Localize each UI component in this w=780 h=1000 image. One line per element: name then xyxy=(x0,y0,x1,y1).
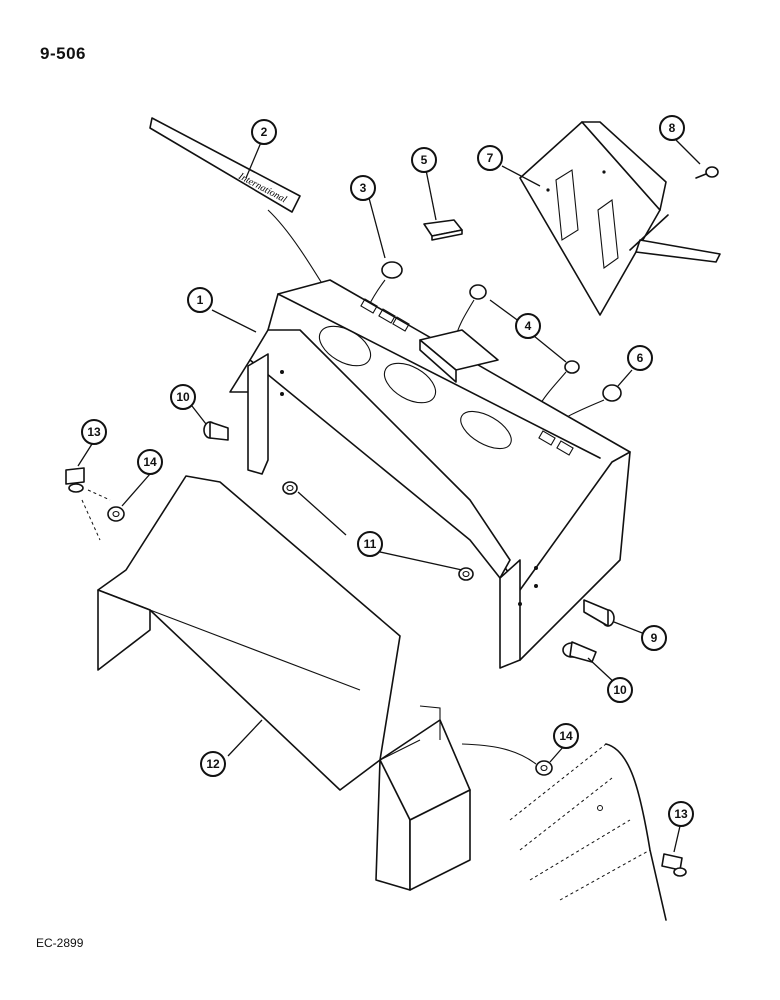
page-code: 9-506 xyxy=(40,44,86,63)
drawing-code: EC-2899 xyxy=(36,936,84,950)
svg-text:8: 8 xyxy=(669,121,676,135)
cover-plate xyxy=(519,121,721,316)
svg-text:9: 9 xyxy=(651,631,658,645)
plug-4-bottom xyxy=(537,360,580,409)
instrument-panel xyxy=(229,279,631,669)
svg-text:10: 10 xyxy=(613,683,627,697)
svg-text:7: 7 xyxy=(487,151,494,165)
callout-10-right: 10 xyxy=(607,677,633,703)
svg-text:2: 2 xyxy=(261,125,268,139)
screw-10-right xyxy=(562,641,597,663)
cab-panel xyxy=(509,743,667,921)
callout-12: 12 xyxy=(200,751,226,777)
callout-4: 4 xyxy=(515,313,541,339)
screw-8 xyxy=(695,166,719,179)
fastener-13-left xyxy=(65,467,111,501)
callout-14-right: 14 xyxy=(553,723,579,749)
screw-10-left xyxy=(203,421,229,441)
lower-cover xyxy=(97,475,471,891)
callout-6: 6 xyxy=(627,345,653,371)
nut-11-right xyxy=(458,567,474,581)
callout-13-left: 13 xyxy=(81,419,107,445)
callout-2: 2 xyxy=(251,119,277,145)
fastener-13-right xyxy=(661,853,687,877)
callout-1: 1 xyxy=(187,287,213,313)
svg-text:10: 10 xyxy=(176,390,190,404)
callout-7: 7 xyxy=(477,145,503,171)
callout-11: 11 xyxy=(357,531,383,557)
svg-text:4: 4 xyxy=(525,319,532,333)
callout-5: 5 xyxy=(411,147,437,173)
callout-8: 8 xyxy=(659,115,685,141)
small-cap xyxy=(423,219,463,241)
callout-9: 9 xyxy=(641,625,667,651)
callout-14-left: 14 xyxy=(137,449,163,475)
screw-9 xyxy=(583,599,615,627)
nut-11-left xyxy=(282,481,298,495)
washer-14-left xyxy=(81,499,125,541)
callout-3: 3 xyxy=(350,175,376,201)
svg-text:14: 14 xyxy=(143,455,157,469)
leader-lines xyxy=(77,139,701,853)
svg-text:13: 13 xyxy=(674,807,688,821)
svg-text:13: 13 xyxy=(87,425,101,439)
svg-text:12: 12 xyxy=(206,757,220,771)
svg-text:5: 5 xyxy=(421,153,428,167)
plug-3 xyxy=(359,261,403,331)
callout-10-left: 10 xyxy=(170,384,196,410)
washer-14-right xyxy=(461,743,553,776)
callout-13-right: 13 xyxy=(668,801,694,827)
svg-text:14: 14 xyxy=(559,729,573,743)
svg-text:11: 11 xyxy=(364,537,377,551)
svg-text:1: 1 xyxy=(197,293,204,307)
svg-text:6: 6 xyxy=(637,351,644,365)
svg-text:3: 3 xyxy=(360,181,367,195)
